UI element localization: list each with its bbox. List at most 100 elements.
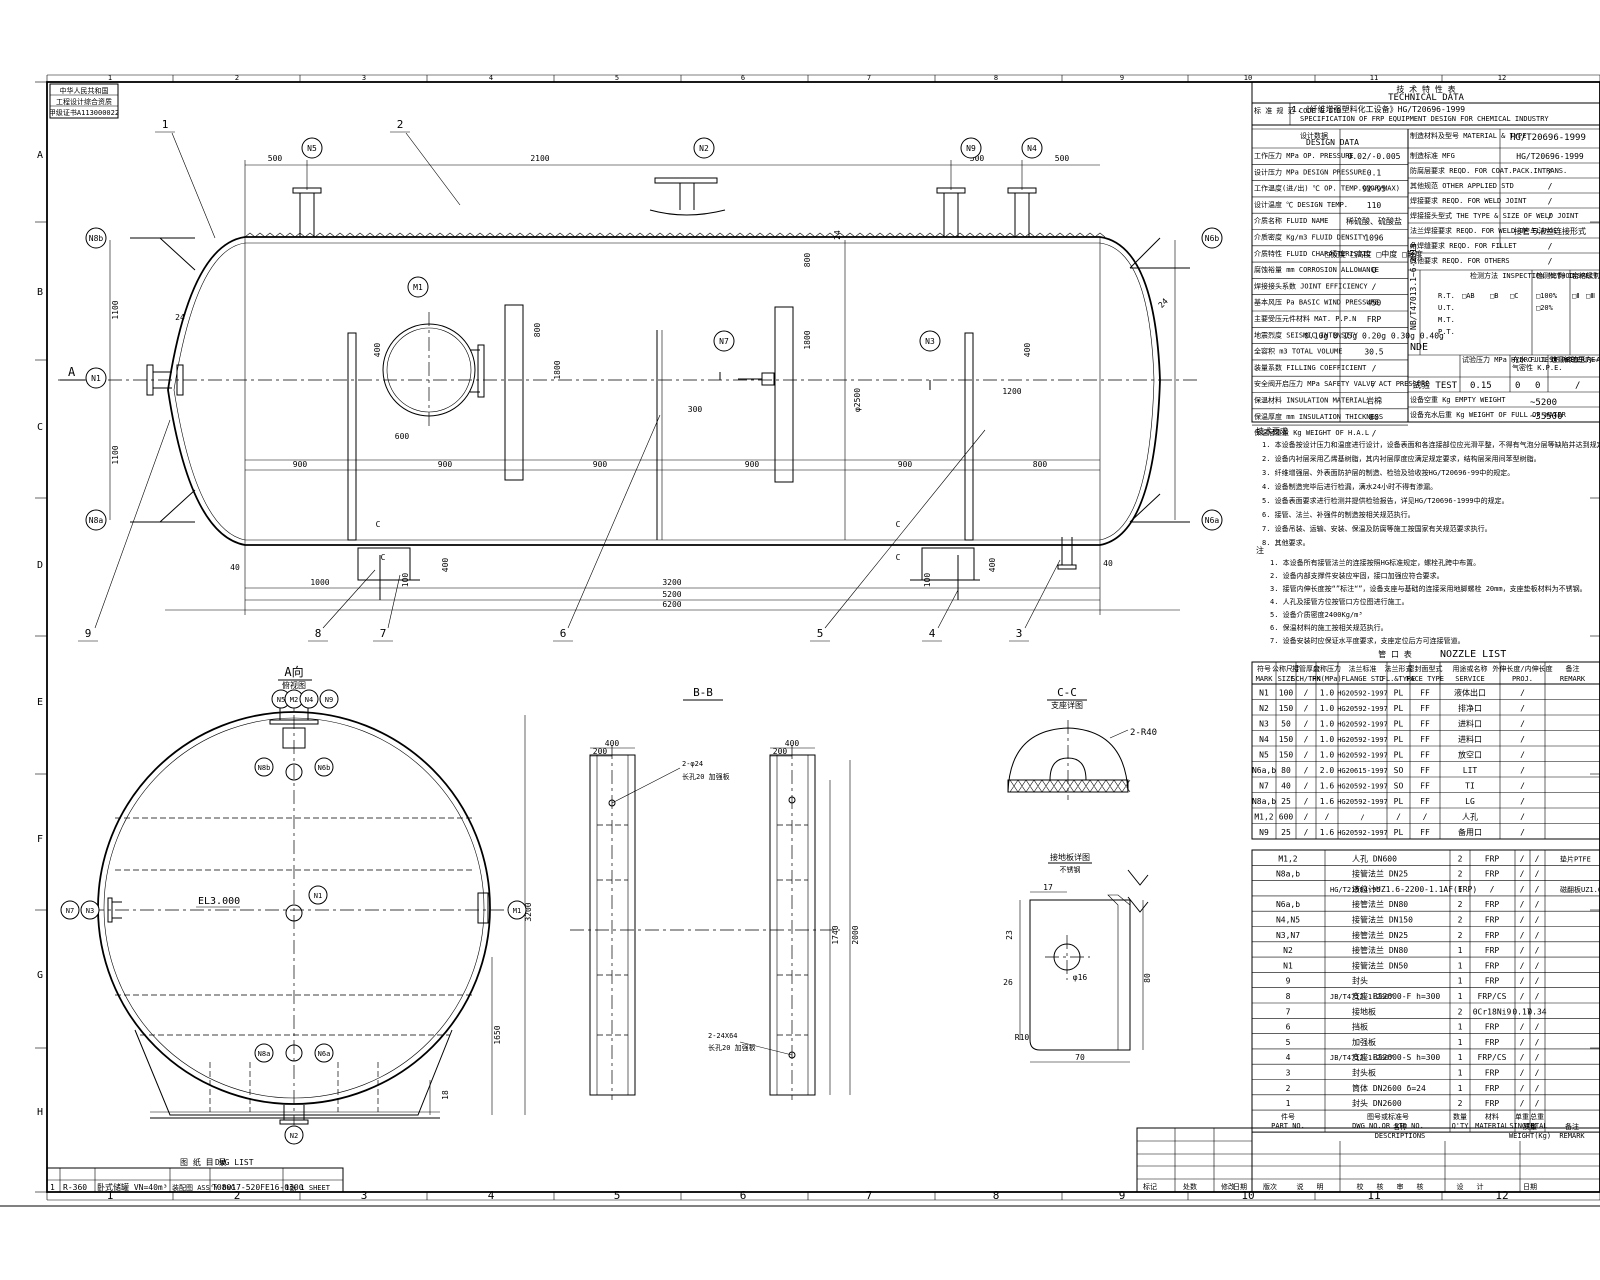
- nozzle-bubble-n1: [85, 367, 107, 389]
- dwg-list-desc: 卧式储罐 VN=40m³: [97, 1182, 168, 1192]
- tech-right-key-1: 防腐层要求 REQD. FOR COAT.PACK.INTRANS.: [1410, 166, 1567, 175]
- part-head-en-0: PART NO.: [1271, 1122, 1305, 1130]
- main-dim-7: 900: [745, 460, 760, 469]
- nozzle-head-en-1: SIZE: [1278, 675, 1295, 683]
- grid-col-top-1: 1: [108, 74, 112, 82]
- tech-right-val-1: /: [1548, 167, 1553, 176]
- view-a-bubble-n7: [60, 900, 80, 920]
- nozzle-head-en-2: SCH/THK: [1291, 675, 1321, 683]
- part-cell-2-1: HG/T21584-95: [1330, 886, 1381, 894]
- part-cell-5-5: /: [1520, 931, 1525, 940]
- part-cell-9-6: /: [1535, 992, 1540, 1001]
- nozzle-cell-9-5: PL: [1394, 828, 1404, 837]
- tech-left-key-6: 介质特性 FLUID CHARACTERISTIC: [1254, 249, 1371, 258]
- tech-left-key-4: 介质名称 FLUID NAME: [1254, 216, 1328, 225]
- note-3: 3. 纤维增强层、外表面防护层的制造、检验及验收按HG/T20696-99中的规…: [1262, 468, 1514, 477]
- title-block-label-0: 标记: [1143, 1182, 1157, 1191]
- nozzle-cell-1-5: PL: [1394, 704, 1404, 713]
- part-cell-15-2: 筒体 DN2600 δ=24: [1352, 1083, 1426, 1093]
- main-dim-19: 400: [1023, 343, 1032, 358]
- part-cell-16-3: 2: [1458, 1099, 1463, 1108]
- part-cell-9-3: 1: [1458, 992, 1463, 1001]
- nozzle-cell-3-6: FF: [1420, 735, 1430, 744]
- stamp-line3: 甲级证书A113000022: [49, 108, 119, 117]
- part-cell-10-0: 7: [1286, 1007, 1291, 1016]
- tech-left-key-15: 保温材料 INSULATION MATERIAL: [1254, 396, 1366, 405]
- title-block-label-1: 处数: [1183, 1182, 1197, 1191]
- tech-left-key-0: 工作压力 MPa OP. PRESSURE: [1254, 151, 1354, 160]
- nozzle-label-n3: N3: [925, 337, 935, 346]
- tech-left-key-16: 保温厚度 mm INSULATION THICKNESS: [1254, 412, 1383, 421]
- tech-right-key-4: 焊接接头型式 THE TYPE & SIZE OF WELD JOINT: [1410, 211, 1579, 220]
- mat-type-label: 制造材料及型号 MATERIAL & TYPE: [1410, 131, 1526, 140]
- part-cell-9-2: 支座 BI2600-F h=300: [1352, 991, 1440, 1001]
- view-bb-note-3: 长孔20 加强板: [708, 1043, 756, 1052]
- nozzle-cell-7-6: FF: [1420, 797, 1430, 806]
- main-dim-1: 2100: [530, 154, 549, 163]
- nozzle-cell-4-3: 1.0: [1320, 751, 1335, 760]
- part-cell-4-0: N4,N5: [1276, 916, 1300, 925]
- ndt-opt-ab: □AB: [1462, 292, 1475, 300]
- nozzle-cell-8-1: 600: [1279, 813, 1294, 822]
- nozzle-cell-7-0: N8a,b: [1252, 797, 1276, 806]
- main-dim-22: 600: [395, 432, 410, 441]
- nozzle-label-m1: M1: [413, 283, 423, 292]
- ndt-ut: U.T.: [1438, 304, 1455, 312]
- nozzle-bubble-n9: [960, 137, 982, 159]
- main-dim-8: 900: [898, 460, 913, 469]
- stamp-line2: 工程设计综合资质: [56, 97, 112, 106]
- part-cell-12-2: 加强板: [1352, 1037, 1376, 1047]
- empty-weight: ~5200: [1530, 398, 1557, 408]
- main-dim-12: 5200: [662, 590, 681, 599]
- nozzle-cell-6-0: N7: [1259, 782, 1269, 791]
- tech-right-key-0: 制造标准 MFG: [1410, 151, 1455, 160]
- part-cell-7-2: 接管法兰 DN50: [1352, 960, 1408, 970]
- part-cell-2-5: /: [1520, 885, 1525, 894]
- stamp-line1: 中华人民共和国: [60, 86, 109, 95]
- grid-col-bottom-5: 5: [614, 1189, 621, 1202]
- tech-left-key-5: 介质密度 Kg/m3 FLUID DENSITY: [1254, 233, 1367, 242]
- nozzle-label-n1: N1: [91, 374, 101, 383]
- part-cell-2-2: 液位计UZ1.6-2200-1.1AF(FRP): [1352, 884, 1477, 894]
- view-bb-note-2: 2-24X64: [708, 1032, 738, 1040]
- ndt-label: NDE: [1410, 342, 1428, 353]
- part-cell-9-5: /: [1520, 992, 1525, 1001]
- nozzle-cell-5-1: 80: [1281, 766, 1291, 775]
- part-cell-8-0: 9: [1286, 977, 1291, 986]
- nozzle-cell-6-1: 40: [1281, 782, 1291, 791]
- part-cell-13-5: /: [1520, 1053, 1525, 1062]
- view-bb-title: B-B: [693, 686, 713, 699]
- note-8: 8. 其他要求。: [1262, 538, 1310, 547]
- full-weight-label: 设备充水后重 Kg WEIGHT OF FULL OF WATER: [1410, 410, 1567, 419]
- nozzle-cell-6-2: /: [1304, 782, 1309, 791]
- nozzle-cell-6-8: /: [1520, 782, 1525, 791]
- nozzle-cell-9-1: 25: [1281, 828, 1291, 837]
- main-dim-30: 24: [175, 313, 185, 322]
- main-dim-2: 500: [970, 154, 985, 163]
- part-cell-9-4: FRP/CS: [1478, 992, 1507, 1001]
- nozzle-bubble-n6a: [1201, 509, 1223, 531]
- section-mark-a: A: [68, 365, 76, 379]
- title-block-label-5: 说: [1297, 1182, 1304, 1191]
- grid-col-bottom-8: 8: [993, 1189, 1000, 1202]
- part-cell-0-3: 2: [1458, 854, 1463, 863]
- part-cell-1-3: 2: [1458, 870, 1463, 879]
- nozzle-cell-2-5: PL: [1394, 720, 1404, 729]
- tech-title-cn: 技 术 特 性 表: [1396, 84, 1455, 94]
- tech-left-val-12: 30.5: [1364, 348, 1383, 357]
- part-cell-9-0: 8: [1286, 992, 1291, 1001]
- grid-col-bottom-12: 12: [1495, 1189, 1508, 1202]
- test-label: 试验 TEST: [1412, 379, 1458, 391]
- tech-left-val-0: 0.02/-0.005: [1348, 152, 1401, 161]
- ndt-mt: M.T.: [1438, 316, 1455, 324]
- nozzle-label-n8a: N8a: [89, 516, 104, 525]
- main-dim-33: 100: [401, 573, 410, 588]
- part-cell-6-2: 接管法兰 DN80: [1352, 945, 1408, 955]
- main-dim-9: 800: [1033, 460, 1048, 469]
- part-head-en-7: WEIGHT(Kg): [1509, 1132, 1551, 1140]
